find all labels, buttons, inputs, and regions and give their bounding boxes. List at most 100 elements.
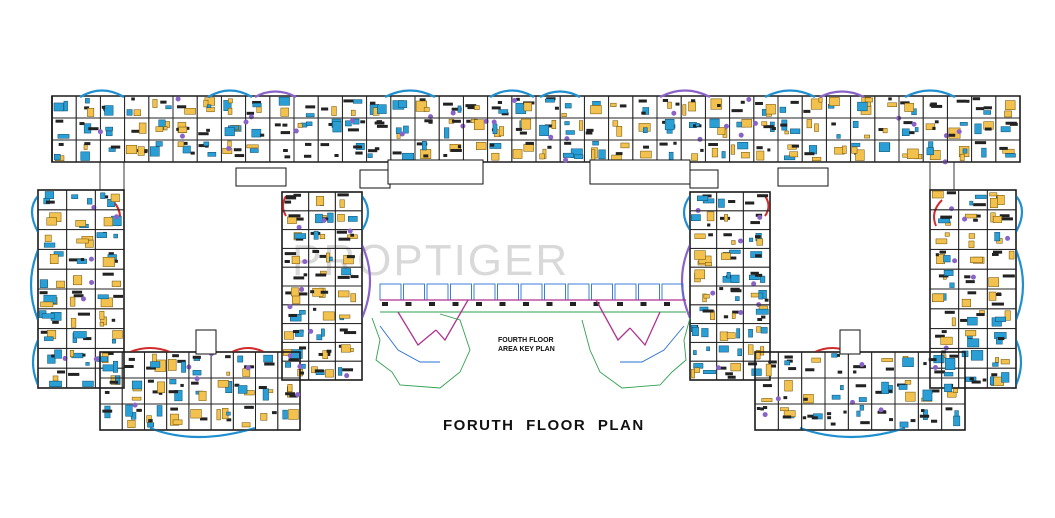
furniture-symbol (756, 326, 762, 333)
furniture-symbol (719, 366, 727, 370)
furniture-symbol (69, 350, 74, 357)
left-outer-wing (29, 189, 125, 389)
furniture-symbol (77, 312, 91, 316)
key-plan-marker (593, 302, 600, 306)
furniture-symbol (882, 128, 888, 134)
furniture-symbol (855, 384, 867, 388)
furniture-symbol (75, 220, 86, 227)
furniture-symbol (757, 318, 763, 322)
furniture-symbol (763, 406, 768, 410)
furniture-symbol (68, 258, 81, 262)
furniture-symbol (973, 218, 978, 222)
furniture-symbol (313, 307, 317, 311)
furniture-symbol (282, 409, 288, 420)
column-marker (738, 132, 744, 138)
furniture-symbol (315, 196, 324, 206)
furniture-symbol (974, 141, 987, 145)
furniture-symbol (319, 254, 328, 258)
furniture-symbol (902, 357, 914, 367)
key-plan-unit (544, 283, 566, 301)
column-marker (751, 281, 757, 287)
column-marker (563, 157, 569, 163)
furniture-symbol (788, 367, 797, 371)
furniture-symbol (198, 390, 207, 401)
furniture-symbol (99, 321, 104, 327)
furniture-symbol (997, 292, 1001, 296)
furniture-symbol (951, 317, 956, 327)
furniture-symbol (115, 375, 121, 385)
furniture-symbol (547, 145, 552, 149)
furniture-symbol (104, 390, 110, 394)
furniture-symbol (943, 269, 954, 276)
furniture-symbol (964, 275, 971, 279)
furniture-symbol (46, 217, 57, 226)
furniture-symbol (1008, 250, 1015, 260)
furniture-symbol (760, 327, 768, 334)
key-plan-marker (617, 302, 623, 306)
furniture-symbol (888, 97, 892, 101)
furniture-symbol (803, 109, 811, 113)
furniture-symbol (476, 142, 487, 150)
furniture-symbol (403, 125, 409, 134)
furniture-symbol (1000, 126, 1011, 133)
furniture-symbol (574, 154, 584, 159)
furniture-symbol (726, 272, 731, 279)
furniture-symbol (928, 358, 937, 362)
furniture-symbol (749, 237, 754, 242)
furniture-symbol (700, 148, 704, 152)
furniture-symbol (314, 369, 324, 373)
furniture-symbol (155, 141, 163, 147)
furniture-symbol (198, 144, 207, 148)
furniture-symbol (988, 291, 997, 301)
furniture-symbol (451, 119, 461, 123)
furniture-symbol (288, 214, 301, 218)
furniture-symbol (643, 145, 649, 149)
furniture-symbol (690, 369, 695, 379)
furniture-symbol (967, 338, 980, 348)
furniture-symbol (288, 313, 298, 317)
furniture-symbol (82, 353, 86, 357)
furniture-symbol (516, 97, 520, 101)
furniture-symbol (721, 252, 731, 260)
furniture-symbol (322, 350, 329, 360)
furniture-symbol (227, 108, 233, 115)
furniture-symbol (152, 390, 159, 394)
furniture-symbol (564, 103, 572, 109)
furniture-symbol (755, 101, 763, 105)
furniture-symbol (887, 102, 898, 107)
key-plan-marker (640, 302, 647, 306)
furniture-symbol (592, 101, 601, 106)
furniture-symbol (554, 106, 559, 110)
furniture-symbol (491, 152, 500, 161)
key-plan-marker (382, 302, 388, 306)
furniture-symbol (226, 411, 231, 416)
key-plan-unit (520, 283, 543, 301)
furniture-symbol (512, 149, 523, 159)
column-marker (114, 214, 120, 220)
furniture-symbol (972, 97, 981, 101)
furniture-symbol (579, 120, 584, 131)
room-outline (269, 139, 295, 163)
furniture-symbol (598, 149, 606, 160)
furniture-symbol (52, 375, 59, 382)
furniture-symbol (945, 357, 956, 370)
furniture-symbol (682, 104, 687, 116)
furniture-symbol (348, 216, 358, 222)
furniture-symbol (293, 193, 302, 197)
furniture-symbol (779, 106, 787, 113)
column-marker (460, 123, 466, 129)
furniture-symbol (789, 151, 799, 158)
furniture-symbol (329, 256, 333, 262)
furniture-symbol (280, 131, 291, 135)
furniture-symbol (761, 315, 766, 319)
furniture-symbol (983, 106, 992, 110)
furniture-symbol (989, 192, 998, 197)
furniture-symbol (691, 327, 699, 336)
furniture-symbol (137, 146, 145, 156)
key-plan-marker (546, 302, 553, 306)
furniture-symbol (643, 127, 648, 134)
furniture-symbol (757, 194, 769, 198)
column-marker (248, 114, 254, 120)
furniture-symbol (172, 419, 183, 425)
column-marker (299, 286, 305, 292)
